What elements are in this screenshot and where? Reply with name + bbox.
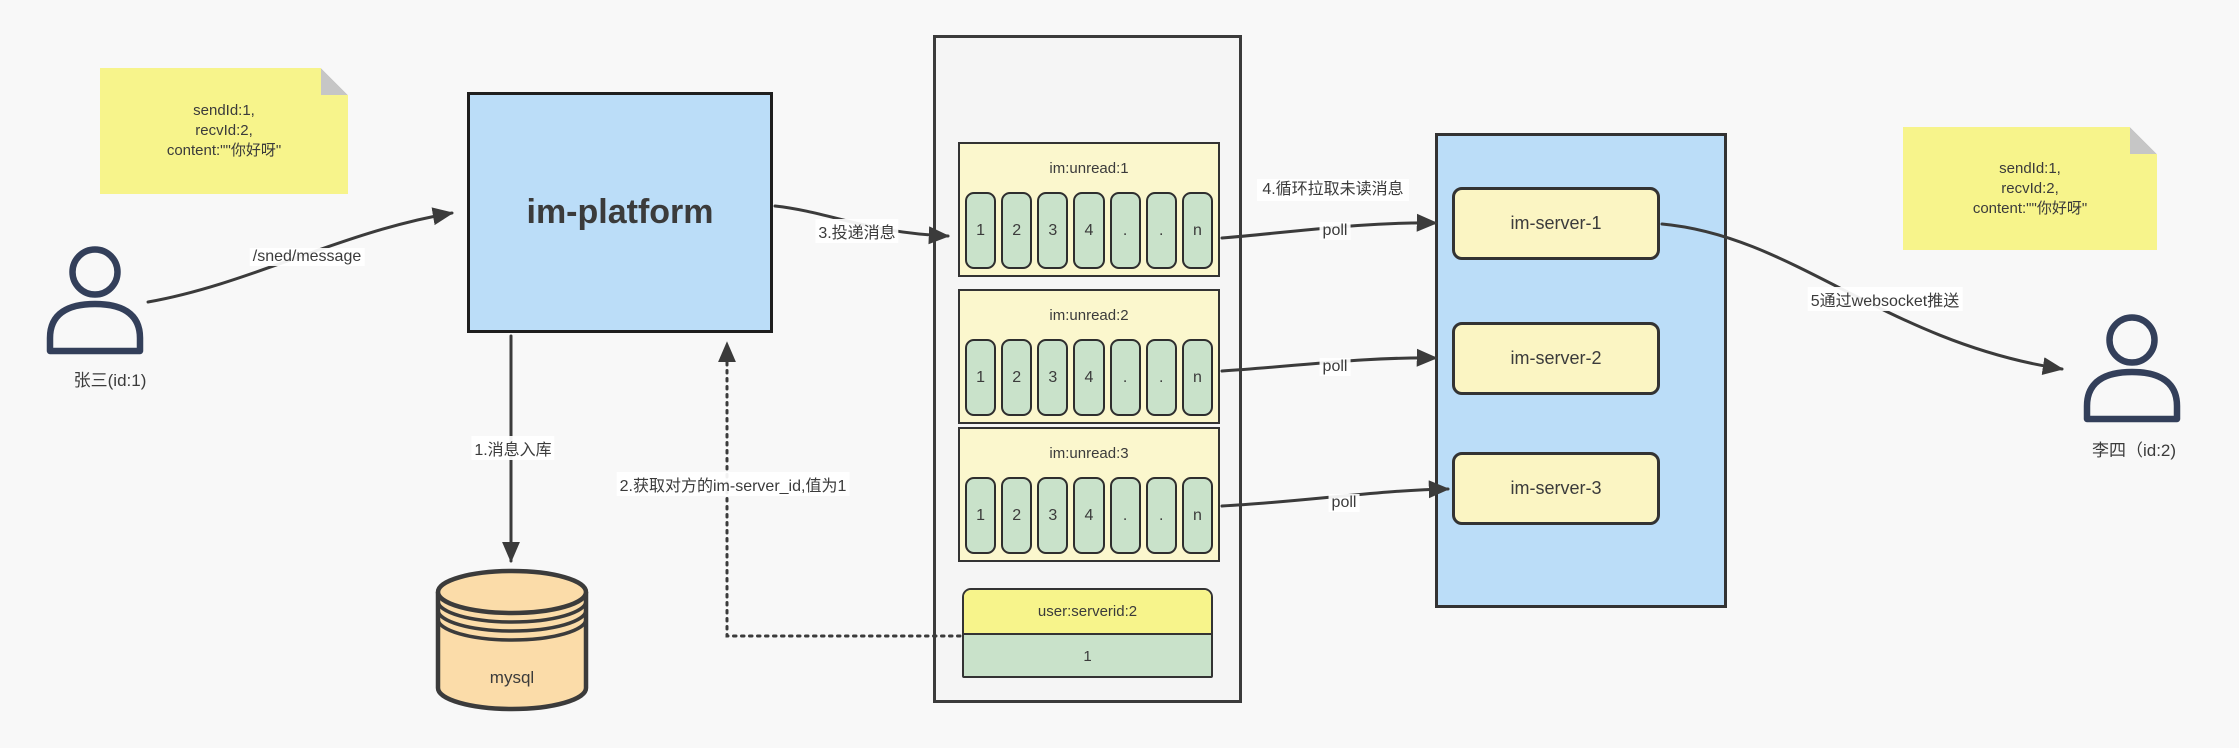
edge-label-step4: 4.循环拉取未读消息 — [1257, 179, 1409, 201]
im-platform-box: im-platform — [467, 92, 773, 333]
sticky-note-receiver: sendId:1, recvId:2, content:""你好呀" — [1903, 127, 2157, 250]
kv-key-label: user:serverid:2 — [964, 590, 1211, 635]
edge-label-poll-2: poll — [1319, 358, 1351, 376]
queue-cells: 1 2 3 4 . . n — [965, 477, 1213, 554]
user-receiver-label: 李四（id:2) — [2091, 441, 2177, 460]
queue-cell: 2 — [1001, 477, 1033, 554]
queue-cell: 3 — [1037, 339, 1069, 416]
redis-queue-unread-2: im:unread:2 1 2 3 4 . . n — [958, 289, 1220, 424]
edge-label-poll-3: poll — [1328, 494, 1360, 512]
note-line: sendId:1, — [1999, 159, 2061, 177]
database-cylinder-icon — [435, 568, 589, 712]
mysql-database: mysql — [434, 566, 590, 714]
queue-cell: 3 — [1037, 477, 1069, 554]
note-line: content:""你好呀" — [1972, 199, 2088, 217]
queue-key-label: im:unread:1 — [1049, 159, 1129, 177]
queue-cell: 1 — [965, 192, 997, 269]
user-sender-icon — [43, 245, 147, 357]
queue-cell: n — [1181, 339, 1213, 416]
kv-value: 1 — [964, 635, 1211, 676]
im-server-2-box: im-server-2 — [1452, 322, 1660, 395]
note-line: sendId:1, — [193, 102, 255, 119]
queue-cell: . — [1145, 192, 1177, 269]
edge-label-step2: 2.获取对方的im-server_id,值为1 — [616, 472, 850, 496]
queue-cell: . — [1145, 477, 1177, 554]
note-line: content:""你好呀" — [166, 142, 282, 159]
queue-cell: . — [1145, 339, 1177, 416]
queue-key-label: im:unread:3 — [1049, 444, 1129, 462]
queue-cell: 4 — [1073, 477, 1105, 554]
edge-label-step3: 3.投递消息 — [815, 219, 899, 243]
note-line: recvId:2, — [195, 122, 253, 139]
queue-cell: 1 — [965, 477, 997, 554]
note-line: recvId:2, — [2001, 179, 2059, 197]
queue-cell: . — [1109, 192, 1141, 269]
im-platform-title: im-platform — [526, 193, 714, 231]
user-receiver-icon — [2080, 313, 2184, 425]
edge-label-poll-1: poll — [1319, 222, 1351, 240]
queue-cell: 2 — [1001, 192, 1033, 269]
queue-cell: n — [1181, 192, 1213, 269]
queue-cell: 2 — [1001, 339, 1033, 416]
edge-label-send-api: /sned/message — [249, 248, 365, 266]
edge-label-step1: 1.消息入库 — [471, 436, 555, 460]
queue-cell: . — [1109, 339, 1141, 416]
queue-cell: . — [1109, 477, 1141, 554]
im-server-1-box: im-server-1 — [1452, 187, 1660, 260]
redis-user-serverid-box: user:serverid:2 1 — [962, 588, 1213, 678]
queue-cells: 1 2 3 4 . . n — [965, 192, 1213, 269]
redis-queue-unread-1: im:unread:1 1 2 3 4 . . n — [958, 142, 1220, 277]
redis-queue-unread-3: im:unread:3 1 2 3 4 . . n — [958, 427, 1220, 562]
note-fold-corner — [321, 68, 348, 95]
user-sender-label: 张三(id:1) — [73, 371, 147, 390]
im-server-3-label: im-server-3 — [1510, 478, 1602, 498]
edge-label-step5: 5通过websocket推送 — [1807, 287, 1963, 311]
note-fold-corner — [2130, 127, 2157, 154]
queue-key-label: im:unread:2 — [1049, 306, 1129, 324]
mysql-label: mysql — [489, 668, 535, 687]
queue-cell: 4 — [1073, 339, 1105, 416]
im-server-2-label: im-server-2 — [1510, 348, 1602, 368]
im-server-1-label: im-server-1 — [1510, 213, 1602, 233]
queue-cells: 1 2 3 4 . . n — [965, 339, 1213, 416]
sticky-note-sender: sendId:1, recvId:2, content:""你好呀" — [100, 68, 348, 194]
queue-cell: 3 — [1037, 192, 1069, 269]
im-server-3-box: im-server-3 — [1452, 452, 1660, 525]
queue-cell: 1 — [965, 339, 997, 416]
queue-cell: n — [1181, 477, 1213, 554]
queue-cell: 4 — [1073, 192, 1105, 269]
